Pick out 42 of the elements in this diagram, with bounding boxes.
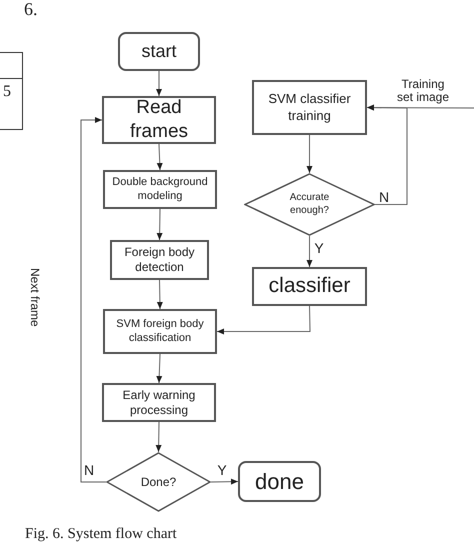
process-box [102,383,216,422]
node-text: Early warning processing [122,388,196,418]
node-text: classifier [268,273,352,300]
process-box [102,96,216,144]
arrow [156,280,163,310]
process-box [110,240,209,280]
decision-diamond [106,452,211,512]
arrow [210,478,238,485]
process-box [252,80,367,135]
arrow [306,134,312,174]
node-text: SVM classifier training [267,91,352,124]
arrow [156,354,162,384]
node-text: start [140,40,178,63]
process-box [103,170,217,209]
caption: Fig. 6. System flow chart [25,527,177,542]
node-text: Done? [140,474,178,490]
arrow [156,208,163,240]
node-text: Foreign body detection [123,245,196,275]
decision-diamond [244,173,375,236]
node-text: Read frames [128,96,190,144]
node-text: Double background modeling [111,176,209,204]
loop-label: Next frame [29,268,41,327]
arrow [306,236,312,268]
terminal-box [238,461,321,502]
arrow [156,422,162,452]
section-number: 6. [24,0,38,18]
edge-label: Y [314,241,324,255]
table-value: 5 [3,84,11,100]
node-text: SVM foreign body classification [115,318,205,346]
edge-label: Y [217,463,227,477]
arrow [156,144,163,170]
arrow [216,306,310,334]
edge-label: N [378,190,390,204]
terminal-box [118,32,200,71]
arrow [80,117,106,482]
node-text: Accurate enough? [288,192,330,217]
edge-label: N [84,463,94,477]
node-text: done [254,468,305,496]
process-box [252,267,367,306]
arrow [366,104,474,111]
process-box [103,309,217,354]
arrow [156,70,162,96]
